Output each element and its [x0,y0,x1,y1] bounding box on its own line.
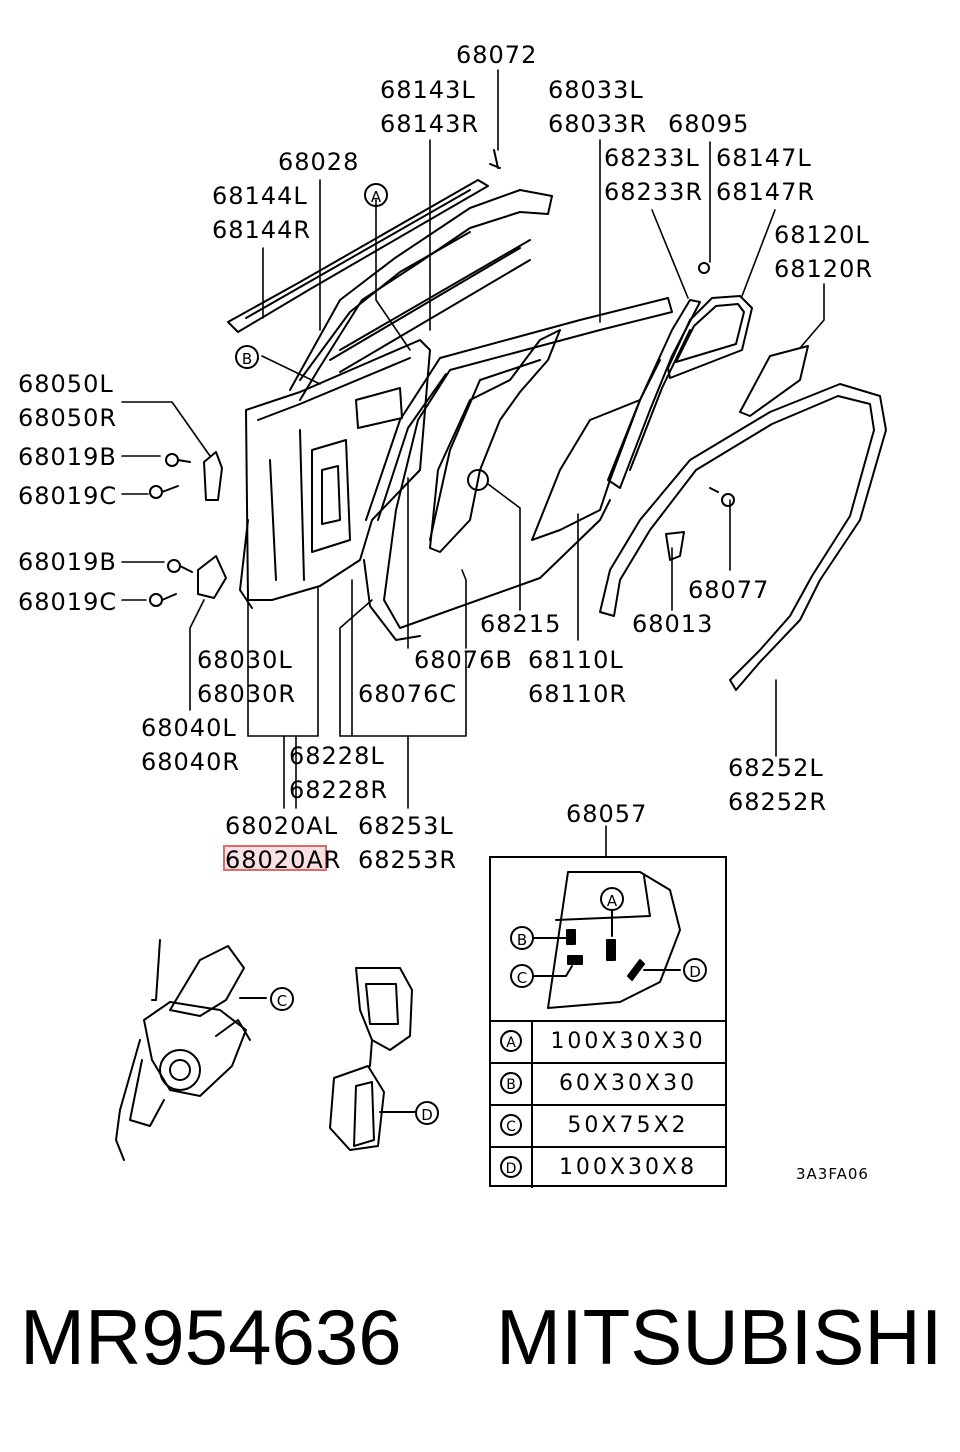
part-label-68147L: 68147L [716,144,812,172]
quarter-weatherstrip [667,295,753,379]
callout-d-inset: D [683,958,707,982]
diagram-code: 3A3FA06 [796,1165,869,1183]
part-label-68252R: 68252R [728,788,828,816]
table-value-cell: 100X30X8 [558,1155,698,1180]
part-label-68228R: 68228R [289,776,389,804]
part-label-68019C-upper: 68019C [18,482,118,510]
part-label-68072: 68072 [456,41,538,69]
part-label-68040L: 68040L [141,714,237,742]
belt-moulding [227,179,489,333]
callout-c-motor: C [270,987,294,1011]
highlighted-part-box [223,845,327,871]
hinges [197,451,227,599]
part-label-68030R: 68030R [197,680,297,708]
table-row: D 100X30X8 [491,1146,725,1188]
grommet [467,469,489,491]
tape-size-table: A 100X30X30 B 60X30X30 C 50X75X2 D 100X3… [489,856,727,1188]
inset-door-outline [533,871,681,1009]
part-label-68033R: 68033R [548,110,648,138]
table-value-cell: 50X75X2 [567,1113,689,1138]
window-frame-channel [289,189,553,401]
part-label-68144L: 68144L [212,182,308,210]
table-row: B 60X30X30 [491,1062,725,1104]
table-key-cell: C [491,1106,533,1146]
division-bar [607,299,701,489]
part-label-68040R: 68040R [141,748,241,776]
part-label-68076C: 68076C [358,680,458,708]
quarter-glass [739,345,809,417]
part-label-68144R: 68144R [212,216,312,244]
door-glass [429,329,661,553]
part-label-68020AR: 68020AR [225,846,342,874]
part-label-68019B-lower: 68019B [18,548,117,576]
part-label-68233R: 68233R [604,178,704,206]
part-label-68215: 68215 [480,610,562,638]
part-label-68033L: 68033L [548,76,644,104]
part-label-68253L: 68253L [358,812,454,840]
table-key-cell: D [491,1148,533,1188]
part-label-68019C-lower: 68019C [18,588,118,616]
part-label-68077: 68077 [688,576,770,604]
part-label-68030L: 68030L [197,646,293,674]
part-label-68120L: 68120L [774,221,870,249]
part-label-68013: 68013 [632,610,714,638]
part-label-68120R: 68120R [774,255,874,283]
part-label-68252L: 68252L [728,754,824,782]
table-row: A 100X30X30 [491,1020,725,1062]
part-label-68147R: 68147R [716,178,816,206]
part-label-68110R: 68110R [528,680,628,708]
part-label-68143R: 68143R [380,110,480,138]
callout-a-inset: A [600,887,624,911]
door-outer-panel [363,297,673,641]
part-label-68020AL: 68020AL [225,812,339,840]
callout-b-top: B [235,345,259,369]
callout-c-inset: C [510,964,534,988]
callout-d-actuator: D [415,1101,439,1125]
part-label-68057: 68057 [566,800,648,828]
part-label-68076B: 68076B [414,646,513,674]
footer-brand: MITSUBISHI [496,1293,943,1381]
door-weatherstrip [599,383,887,691]
callout-a-top: A [364,183,388,207]
part-label-68028: 68028 [278,148,360,176]
part-label-68050L: 68050L [18,370,114,398]
part-label-68253R: 68253R [358,846,458,874]
window-regulator-motor [115,939,267,1161]
part-label-68050R: 68050R [18,404,118,432]
footer-part-number: MR954636 [20,1293,402,1381]
table-value-cell: 100X30X30 [550,1029,706,1054]
part-label-68095: 68095 [668,110,750,138]
callout-b-inset: B [510,926,534,950]
bolts [149,149,735,607]
door-lock-actuator [329,967,417,1151]
part-label-68019B-upper: 68019B [18,443,117,471]
part-label-68233L: 68233L [604,144,700,172]
table-row: C 50X75X2 [491,1104,725,1146]
part-label-68143L: 68143L [380,76,476,104]
part-label-68228L: 68228L [289,742,385,770]
part-label-68110L: 68110L [528,646,624,674]
clip [665,531,685,561]
table-key-cell: B [491,1064,533,1104]
table-key-cell: A [491,1022,533,1062]
door-inner-panel [239,339,431,609]
table-value-cell: 60X30X30 [558,1071,698,1096]
leader-lines [121,69,825,857]
